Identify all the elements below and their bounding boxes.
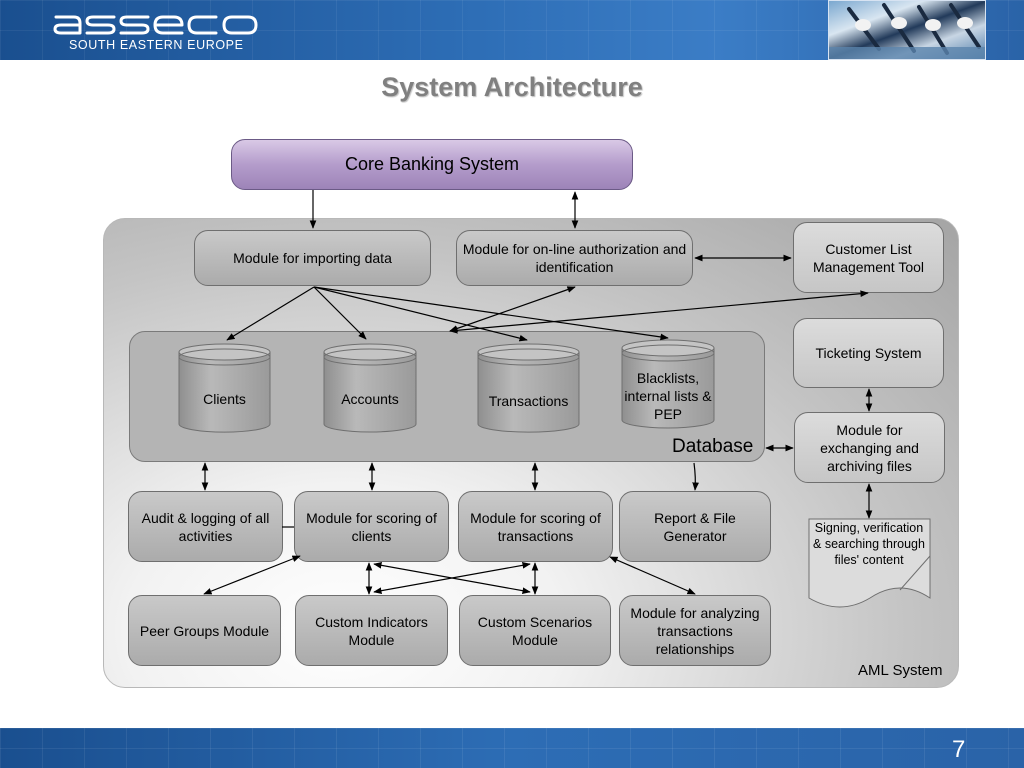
audit-logging-module: Audit & logging of all activities — [128, 491, 283, 562]
core-banking-system: Core Banking System — [231, 139, 633, 190]
custom-indicators-module: Custom Indicators Module — [295, 595, 448, 666]
page-number: 7 — [952, 736, 966, 763]
asseco-logo: asseco — [53, 15, 258, 35]
aml-system-label: AML System — [858, 662, 943, 679]
slide-title: System Architecture — [381, 72, 643, 102]
header-subtitle: SOUTH EASTERN EUROPE — [69, 38, 244, 52]
table-accounts-label: Accounts — [341, 391, 399, 407]
module-authorization: Module for on-line authorization and ide… — [456, 230, 693, 286]
analyzing-relationships-module: Module for analyzing transactions relati… — [619, 595, 771, 666]
header-rowing-photo — [828, 0, 986, 60]
scoring-clients-module: Module for scoring of clients — [294, 491, 449, 562]
database-label: Database — [672, 436, 754, 457]
ticketing-system: Ticketing System — [793, 318, 944, 388]
header-band: asseco SOUTH EASTERN EUROPE — [0, 0, 1024, 60]
signing-document-label: Signing, verification & searching throug… — [813, 521, 925, 567]
custom-scenarios-module: Custom Scenarios Module — [459, 595, 611, 666]
footer-band — [0, 728, 1024, 768]
peer-groups-module: Peer Groups Module — [128, 595, 281, 666]
report-file-generator: Report & File Generator — [619, 491, 771, 562]
customer-list-tool: Customer List Management Tool — [793, 222, 944, 293]
table-blacklists-label: Blacklists, internal lists & PEP — [624, 370, 712, 422]
module-importing-data: Module for importing data — [194, 230, 431, 286]
scoring-transactions-module: Module for scoring of transactions — [458, 491, 613, 562]
table-clients-label: Clients — [203, 391, 246, 407]
footer-tile-pattern — [0, 728, 1024, 768]
table-transactions-label: Transactions — [488, 393, 569, 409]
module-exchanging-files: Module for exchanging and archiving file… — [794, 412, 945, 483]
